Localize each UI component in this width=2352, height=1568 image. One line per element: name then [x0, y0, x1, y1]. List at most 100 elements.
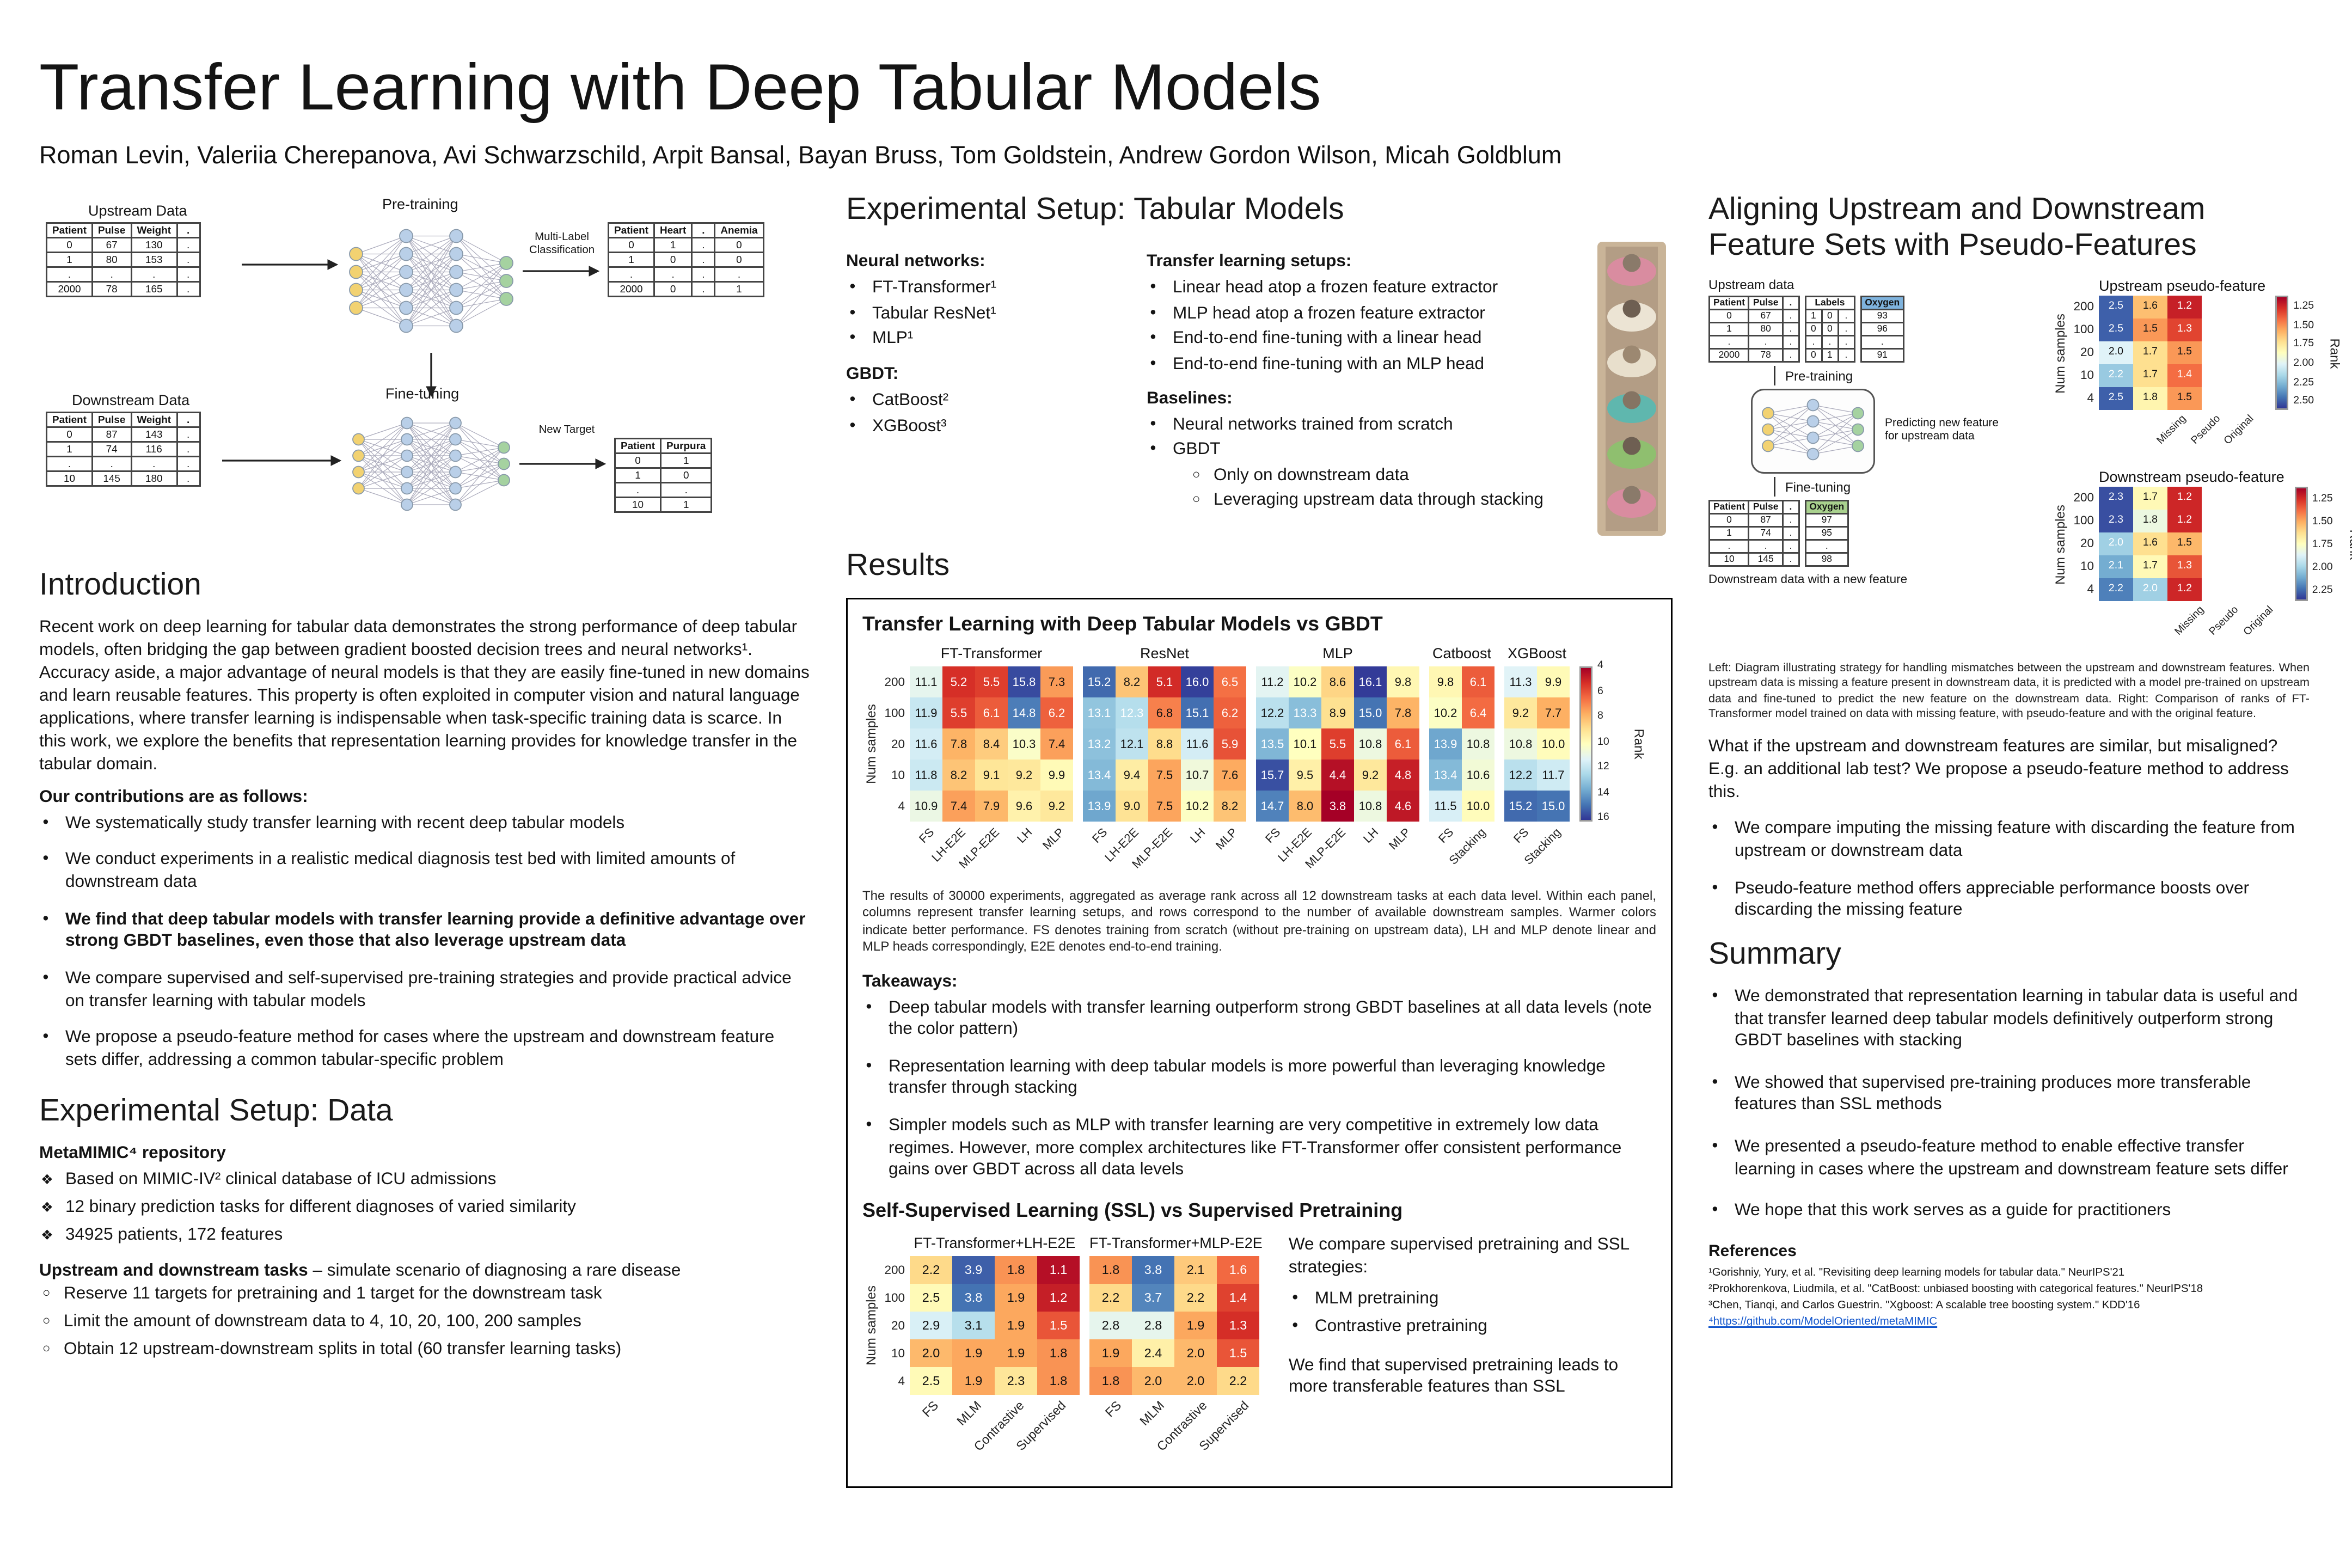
y-axis-label: Num samples	[2053, 313, 2068, 393]
row-label: 10	[891, 768, 905, 782]
heatmap-cell: 8.6	[1321, 666, 1354, 697]
heatmap-cell: 2.5	[910, 1367, 952, 1395]
table-cell: 87	[1748, 513, 1784, 528]
reference-item: ¹Gorishniy, Yury, et al. "Revisiting dee…	[1708, 1267, 2125, 1279]
contributions-list: We systematically study transfer learnin…	[39, 813, 810, 1072]
heatmap-cell: 8.9	[1321, 697, 1354, 728]
heatmap-cell: 1.8	[1089, 1367, 1132, 1395]
heatmap-cell: 1.5	[1037, 1312, 1080, 1340]
table-cell: .	[1781, 335, 1800, 350]
row-label: 20	[891, 1318, 905, 1333]
heatmap-cell: 9.5	[1289, 759, 1321, 791]
panel-title: FT-Transformer+LH-E2E	[914, 1235, 1076, 1252]
heatmap-cell: 1.8	[2133, 510, 2167, 532]
pf-pretraining-connector: Pre-training	[1774, 366, 2038, 385]
heatmap-cell: 1.2	[2167, 296, 2202, 318]
table-cell: Oxygen	[1860, 296, 1905, 310]
heatmap-cell: 10.3	[1008, 728, 1040, 759]
bullet-item: We compare imputing the missing feature …	[1708, 819, 2310, 863]
heatmap-cell: 3.8	[952, 1284, 995, 1312]
multilabel-classification-label: Multi-Label Classification	[519, 232, 604, 258]
row-label: 4	[2087, 390, 2094, 405]
heatmap-cell: 9.2	[1504, 697, 1537, 728]
heatmap-cell: 1.7	[2133, 341, 2167, 364]
heatmap-cell: 4.4	[1321, 759, 1354, 791]
heatmap-cell: 7.7	[1537, 697, 1570, 728]
heatmap-cell: 1.2	[1037, 1284, 1080, 1312]
panel-title: Catboost	[1432, 645, 1492, 661]
heatmap-cell: 5.1	[1148, 666, 1181, 697]
bullet-item: We demonstrated that representation lear…	[1708, 987, 2310, 1054]
table-cell: 180	[130, 470, 178, 487]
table-cell: Labels	[1804, 296, 1855, 310]
colorbar-tick: 2.25	[2312, 585, 2333, 597]
heatmap-cell: 8.4	[975, 728, 1008, 759]
x-axis-label: MLP	[1386, 825, 1414, 853]
heatmap-cell: 13.9	[1083, 791, 1116, 822]
row-label: 100	[884, 706, 905, 720]
heatmap-cell: 5.9	[1214, 728, 1246, 759]
table-cell: 80	[1748, 322, 1784, 336]
heatmap-cell: 2.2	[1089, 1284, 1132, 1312]
table-cell: 0	[1804, 348, 1823, 363]
table-cell: Pulse	[91, 412, 132, 428]
heatmap-cell: 9.6	[1008, 791, 1040, 822]
colorbar-label-wrap: Rank	[2338, 487, 2352, 601]
pf-network-row: Predicting new feature for upstream data	[1751, 389, 2038, 474]
colorbar-tick: 4	[1597, 660, 1603, 671]
metamimic-link[interactable]: ⁴https://github.com/ModelOriented/metaMI…	[1708, 1316, 1938, 1328]
heatmap-cell: 2.0	[1132, 1367, 1174, 1395]
heatmap-cell: 11.6	[910, 728, 942, 759]
table-cell: 0	[46, 426, 93, 443]
heatmap-cell: 11.5	[1429, 791, 1462, 822]
tasks-heading-rest: – simulate scenario of diagnosing a rare…	[308, 1261, 681, 1282]
table-row: 93	[1860, 309, 1905, 323]
heatmap-cell: 1.4	[2167, 364, 2202, 387]
heatmap-cell: 1.8	[995, 1256, 1037, 1284]
tasks-heading: Upstream and downstream tasks – simulate…	[39, 1261, 810, 1284]
table-cell: 1	[614, 467, 661, 483]
heatmap-cell: 1.5	[2167, 341, 2202, 364]
colorbar-gradient	[2294, 487, 2307, 601]
heatmap-cell: 10.0	[1537, 728, 1570, 759]
colorbar-gradient	[1579, 666, 1592, 822]
table-cell: Oxygen	[1804, 500, 1849, 514]
x-axis-label: LH	[1359, 825, 1381, 846]
panel-title: FT-Transformer	[940, 645, 1043, 661]
heatmap-cell: 1.4	[1217, 1284, 1259, 1312]
heatmap-cell: 2.0	[1174, 1339, 1217, 1368]
heatmap-cell: 13.9	[1429, 728, 1462, 759]
heatmap-cell: 2.8	[1089, 1312, 1132, 1340]
x-axis-label: MLM	[953, 1398, 984, 1429]
connector-line	[1774, 477, 1775, 497]
bullet-item: We conduct experiments in a realistic me…	[39, 850, 810, 895]
table-cell: Purpura	[659, 438, 713, 454]
heatmap-cell: 10.8	[1462, 728, 1494, 759]
table-cell: 1	[1821, 348, 1839, 363]
heatmap-cell: 2.5	[2099, 296, 2133, 318]
table-cell: .	[614, 482, 661, 498]
finetuning-label: Fine-tuning	[385, 385, 460, 402]
bullet-item: 12 binary prediction tasks for different…	[39, 1197, 810, 1220]
